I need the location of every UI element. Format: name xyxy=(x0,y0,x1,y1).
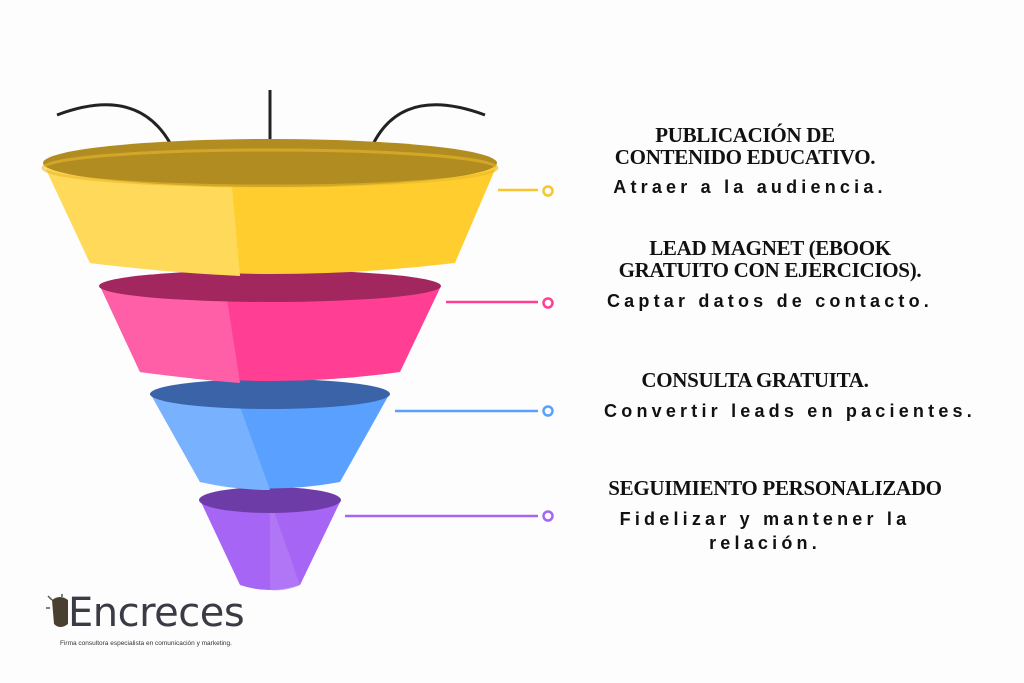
logo-name: Encreces xyxy=(68,590,245,636)
funnel-layer-3 xyxy=(150,379,390,490)
funnel-layer-4 xyxy=(199,487,341,591)
lightbulb-icon xyxy=(46,594,68,627)
stage-3-title: CONSULTA GRATUITA. xyxy=(641,368,869,392)
logo-tagline: Firma consultora especialista en comunic… xyxy=(60,640,232,647)
funnel-layer-1 xyxy=(41,139,499,276)
stage-1-subtitle: Atraer a la audiencia. xyxy=(613,177,887,197)
stage-4-subtitle: Fidelizar y mantener la relación. xyxy=(619,509,911,553)
stage-4-title: SEGUIMIENTO PERSONALIZADO xyxy=(608,476,942,500)
connectors xyxy=(345,185,554,522)
stage-2-title: LEAD MAGNET (EBOOK GRATUITO CON EJERCICI… xyxy=(618,236,922,282)
stage-2-subtitle: Captar datos de contacto. xyxy=(606,291,934,311)
stage-1-title: PUBLICACIÓN DE CONTENIDO EDUCATIVO. xyxy=(614,123,876,169)
stage-3-subtitle: Convertir leads en pacientes. xyxy=(604,401,976,421)
funnel-layer-2 xyxy=(99,270,441,383)
